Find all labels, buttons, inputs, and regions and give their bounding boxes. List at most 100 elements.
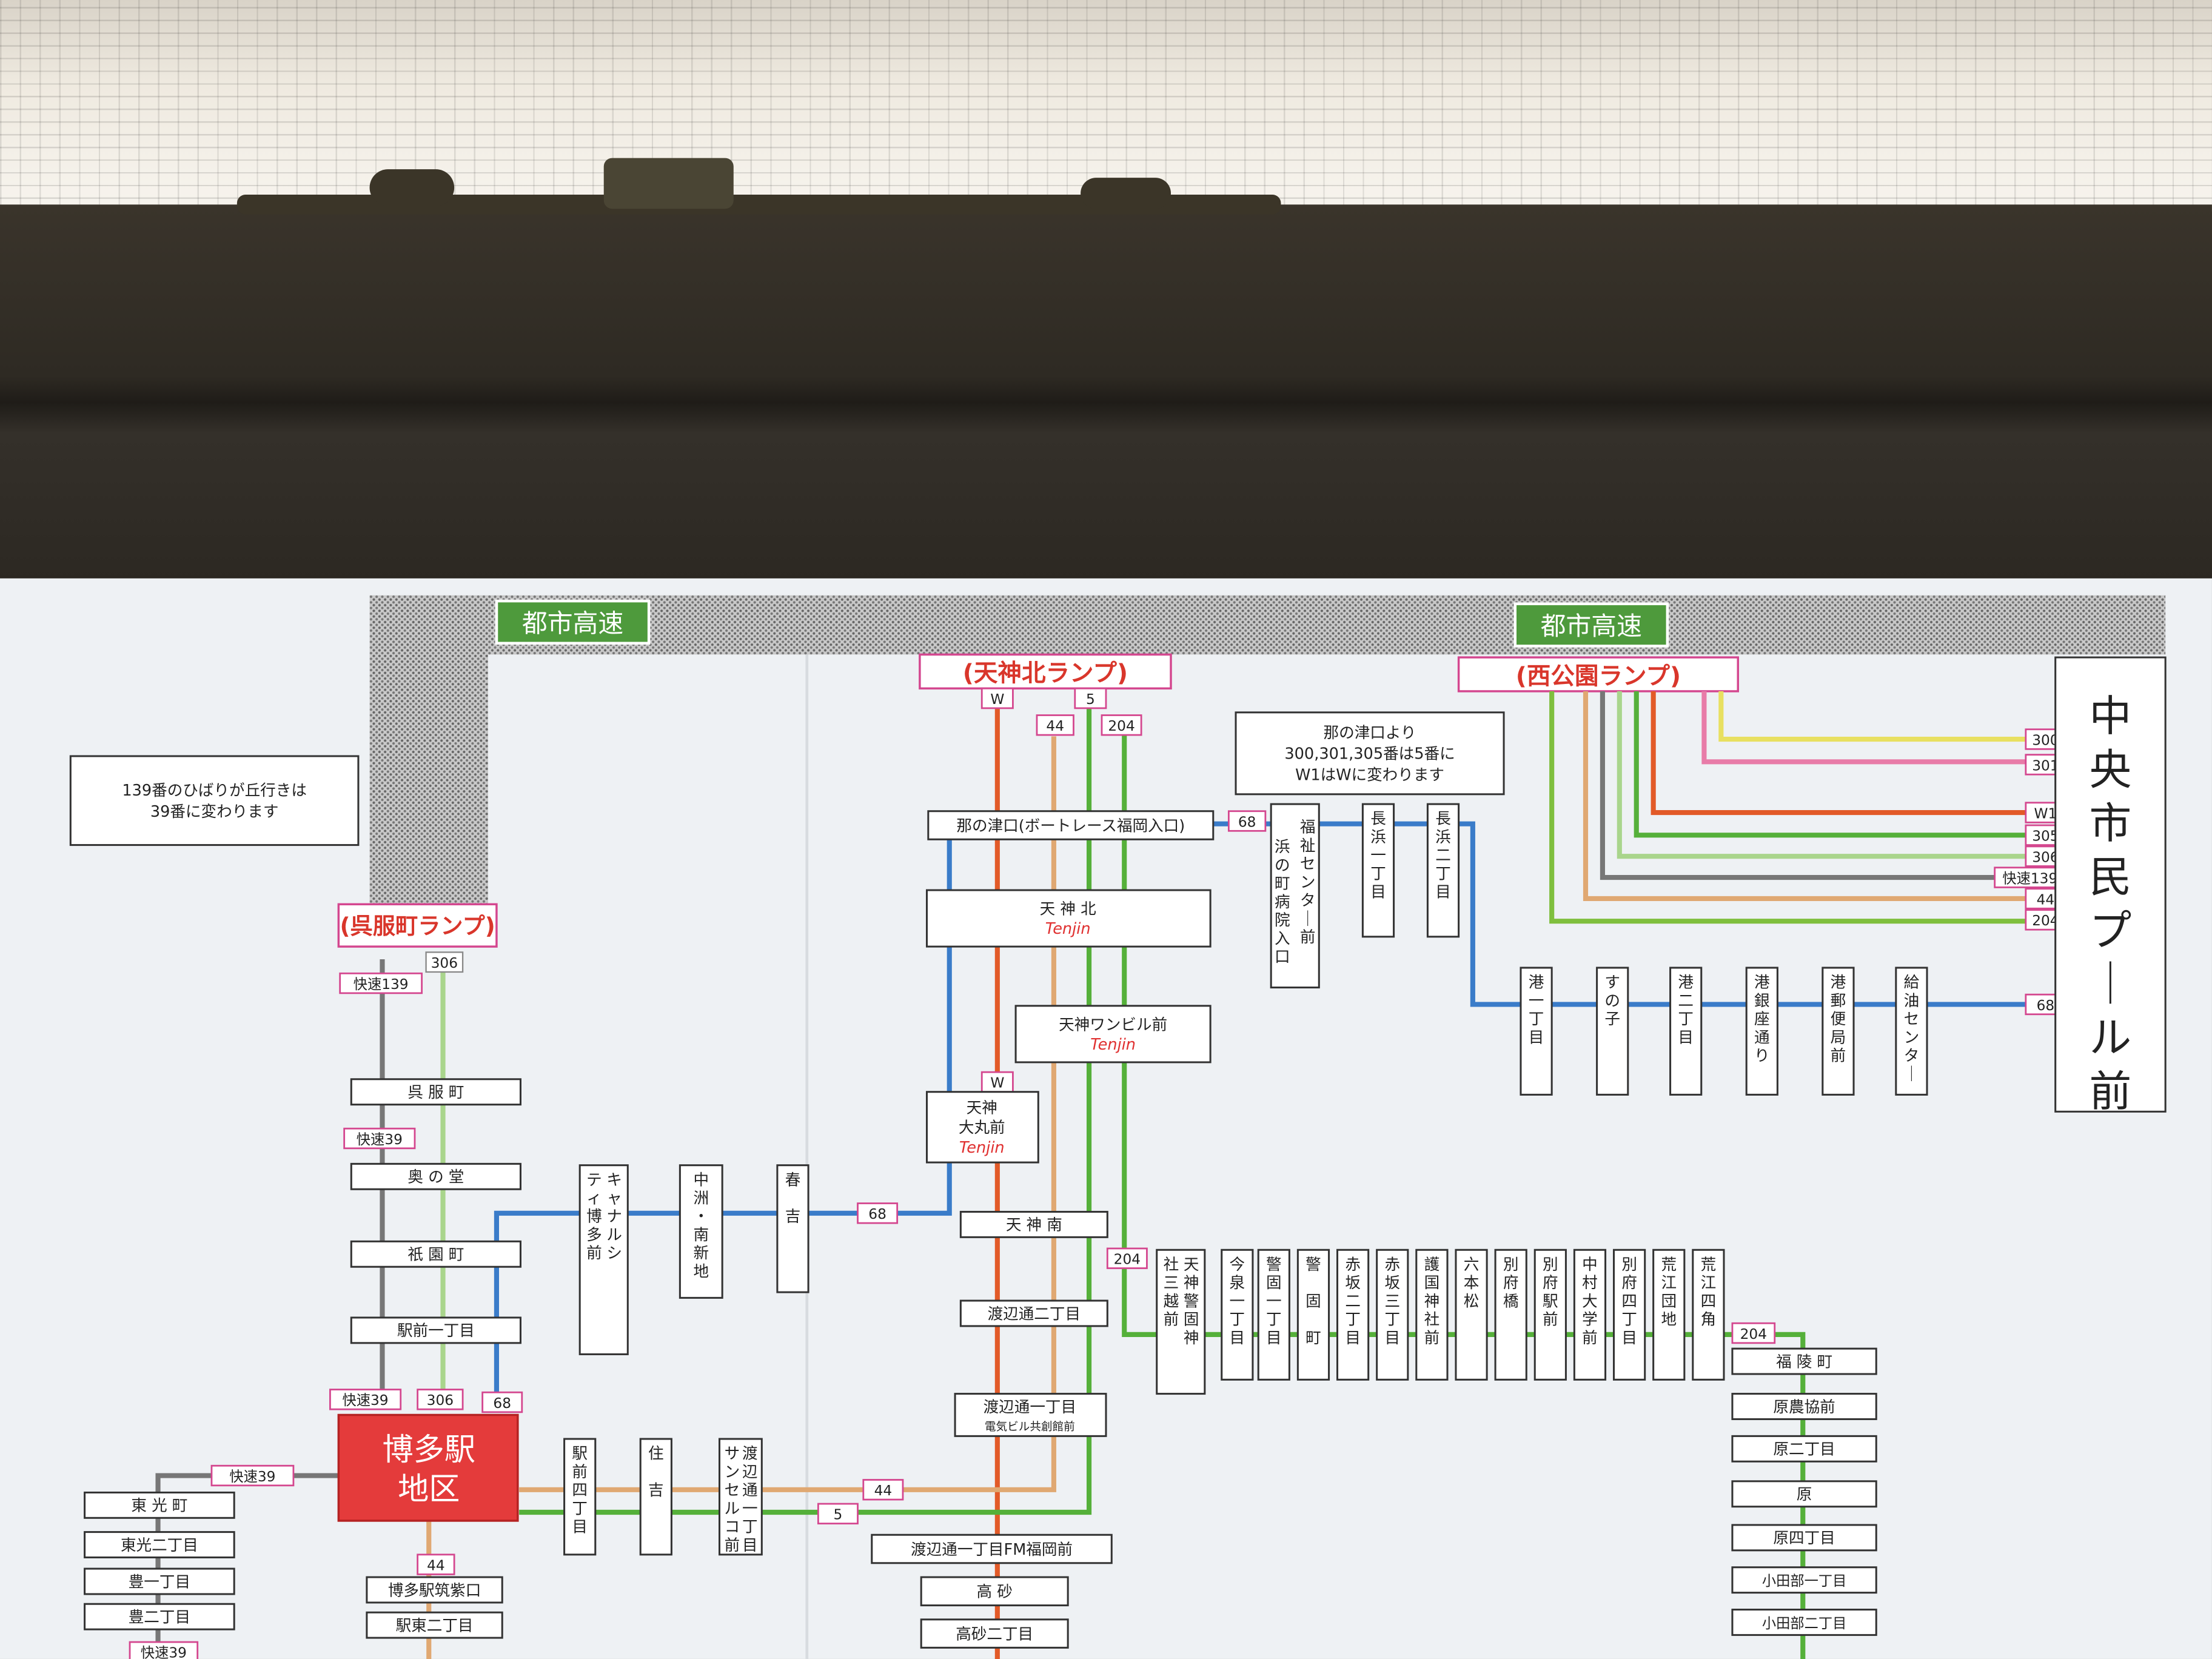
stop-name-vertical: キャナルシ xyxy=(606,1171,622,1262)
stop-char: ン xyxy=(1300,873,1316,891)
stop-name: 駅前一丁目 xyxy=(397,1322,475,1340)
stop-char xyxy=(1311,1274,1316,1292)
stop-char: 別 xyxy=(1543,1256,1558,1274)
terminal-box xyxy=(2054,656,2167,1113)
stop-name-vertical: 荒江四角 xyxy=(1701,1256,1717,1329)
stop-char: 江 xyxy=(1661,1274,1677,1292)
route-line-204 xyxy=(1122,733,1806,1659)
stop-char: 丁 xyxy=(1435,865,1451,883)
stop-name-vertical: 長浜一丁目 xyxy=(1370,810,1386,902)
stop-char: す xyxy=(1604,974,1620,992)
bracket-bolt xyxy=(369,169,455,206)
stop-char: 三 xyxy=(1164,1274,1179,1292)
stop-name: 天神ワンビル前 xyxy=(1059,1016,1167,1034)
note-line: W1はWに変わります xyxy=(1295,766,1444,785)
stop-char: 南 xyxy=(693,1226,709,1244)
route-tag-text: 5 xyxy=(834,1507,843,1523)
stop-name-vertical: 春 吉 xyxy=(785,1171,801,1225)
stop-char: 学 xyxy=(1582,1311,1598,1329)
stop-box-vertical xyxy=(1494,1248,1527,1381)
stop-char: 赤 xyxy=(1384,1256,1400,1274)
stop-box xyxy=(350,1316,521,1344)
stop-box xyxy=(925,889,1212,948)
stop-name-latin: Tenjin xyxy=(1090,1036,1136,1054)
route-line-44 xyxy=(519,736,1056,1492)
stop-box xyxy=(871,1533,1113,1564)
stop-char: 丁 xyxy=(1230,1311,1245,1329)
route-tag xyxy=(329,1389,402,1410)
stop-name-vertical: 別府橋 xyxy=(1503,1256,1519,1310)
route-tag xyxy=(862,1479,904,1501)
stop-name: 天 神 南 xyxy=(1006,1216,1062,1235)
stop-box xyxy=(959,1299,1108,1327)
stop-char: 府 xyxy=(1503,1274,1519,1292)
stop-char: 丁 xyxy=(1678,1010,1694,1028)
stop-char: 目 xyxy=(1370,883,1386,902)
stop-name: 東光二丁目 xyxy=(121,1537,198,1555)
stop-char: 警 xyxy=(1184,1292,1199,1310)
route-tag xyxy=(343,1127,416,1150)
stop-box xyxy=(84,1531,235,1558)
stop-name-vertical: 港郵便局前 xyxy=(1831,974,1846,1065)
stop-char: キ xyxy=(606,1171,622,1189)
stop-name-vertical: すの子 xyxy=(1604,974,1620,1028)
stop-char: の xyxy=(1275,856,1290,874)
stop-box xyxy=(1014,1005,1212,1064)
stop-char: 社 xyxy=(1424,1311,1440,1329)
route-tag-text: 306 xyxy=(431,955,458,971)
stop-char: 前 xyxy=(1164,1311,1179,1329)
route-tag-text: 44 xyxy=(1046,718,1064,734)
stop-name-vertical: 別府四丁目 xyxy=(1621,1256,1637,1347)
route-tag-text: W xyxy=(990,691,1004,708)
stop-box-vertical xyxy=(1361,803,1395,938)
stop-char: 大 xyxy=(1582,1292,1598,1310)
note-box-hibari xyxy=(69,755,360,846)
stop-box xyxy=(927,810,1215,840)
stop-char: 警 xyxy=(1266,1256,1282,1274)
route-tag-text: 5 xyxy=(1086,691,1095,708)
stop-box xyxy=(1731,1609,1877,1636)
stop-char: 丁 xyxy=(572,1500,588,1518)
route-tag xyxy=(417,1553,455,1575)
stop-box-vertical xyxy=(776,1164,809,1293)
stop-char: ン xyxy=(1904,1028,1920,1047)
stop-name-vertical: 赤坂二丁目 xyxy=(1345,1256,1361,1347)
route-tag xyxy=(857,1202,899,1224)
stop-char: ｜ xyxy=(1300,910,1316,928)
stop-char: 港 xyxy=(1831,974,1846,992)
stop-char: 四 xyxy=(572,1481,588,1500)
stop-name: 駅東二丁目 xyxy=(396,1617,474,1635)
stop-name: 東 光 町 xyxy=(131,1497,187,1515)
expressway-label-box xyxy=(1513,602,1669,648)
stop-name-vertical: 駅前四丁目 xyxy=(572,1445,588,1537)
stop-box xyxy=(350,1240,521,1268)
route-line-44-east xyxy=(1583,691,2026,902)
terminal-char: 民 xyxy=(2090,853,2132,902)
stop-name: 渡辺通二丁目 xyxy=(988,1305,1081,1323)
stop-name-vertical: 社三越前 xyxy=(1164,1256,1179,1329)
route-line-204-east xyxy=(1549,691,2026,924)
stop-box-vertical xyxy=(1376,1248,1409,1381)
route-tag-text: 68 xyxy=(1238,814,1256,830)
stop-box-vertical xyxy=(1520,967,1553,1096)
stop-char: 団 xyxy=(1661,1292,1677,1310)
stop-name-vertical: 警 固 町 xyxy=(1305,1256,1321,1347)
stop-char: 国 xyxy=(1424,1274,1440,1292)
stop-char: 固 xyxy=(1266,1274,1282,1292)
stop-char: 目 xyxy=(1678,1028,1694,1047)
route-line-305 xyxy=(1634,691,2026,838)
stop-char: 銀 xyxy=(1754,992,1770,1010)
stop-name-vertical: サンセルコ前 xyxy=(725,1445,740,1555)
route-tag-text: 44 xyxy=(2037,891,2055,908)
terminal-char: ル xyxy=(2090,1014,2132,1063)
stop-name: 渡辺通一丁目FM福岡前 xyxy=(911,1541,1073,1559)
stop-box-vertical xyxy=(1652,1248,1686,1381)
stop-name-vertical: 六本松 xyxy=(1464,1256,1480,1310)
stop-char: 浜 xyxy=(1275,838,1290,856)
stop-char: 目 xyxy=(1435,883,1451,902)
stop-box-vertical xyxy=(1533,1248,1567,1381)
stop-char: 前 xyxy=(586,1244,602,1262)
stop-char: 給 xyxy=(1904,974,1920,992)
